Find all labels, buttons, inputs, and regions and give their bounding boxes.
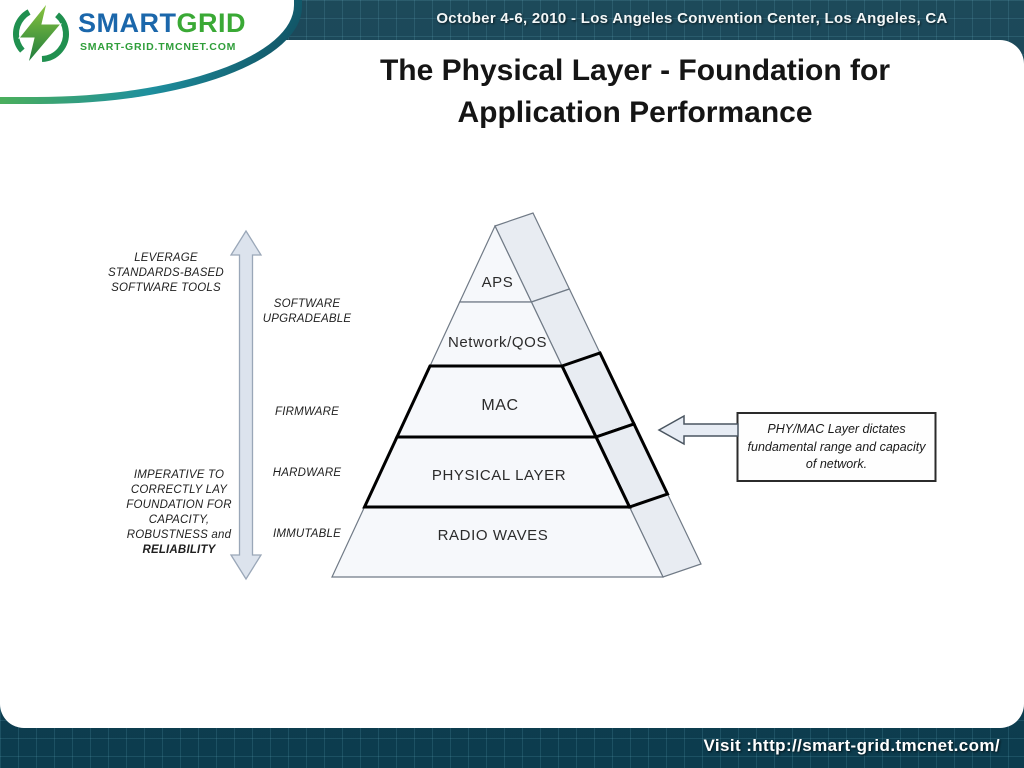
- smartgrid-logo: SMARTGRID: [78, 10, 246, 37]
- annotation-leverage: LEVERAGE STANDARDS-BASED SOFTWARE TOOLS: [108, 252, 224, 294]
- annotation-imperative-reliability: RELIABILITY: [142, 543, 216, 556]
- vertical-double-arrow: [229, 229, 263, 581]
- annotation-immutable: IMMUTABLE: [272, 528, 342, 540]
- conference-date-location: October 4-6, 2010 - Los Angeles Conventi…: [436, 10, 948, 27]
- callout-text: PHY/MAC Layer dictates fundamental range…: [747, 422, 926, 471]
- lightning-bolt-icon: [13, 3, 69, 63]
- slide-title-line1: The Physical Layer - Foundation for: [379, 54, 891, 87]
- callout-arrow-icon: [657, 414, 739, 446]
- annotation-imperative: IMPERATIVE TO CORRECTLY LAY FOUNDATION F…: [118, 468, 240, 558]
- slide-title-line2: Application Performance: [457, 96, 813, 129]
- logo-url: SMART-GRID.TMCNET.COM: [80, 41, 237, 53]
- annotation-imperative-text: IMPERATIVE TO CORRECTLY LAY FOUNDATION F…: [126, 469, 232, 541]
- layer-label-mac: MAC: [481, 397, 519, 414]
- annotation-firmware: FIRMWARE: [275, 406, 339, 418]
- annotation-software-upgradeable: SOFTWARE UPGRADEABLE: [262, 298, 352, 325]
- pyramid-front-physical: [362, 435, 632, 509]
- logo-text-smart: SMART: [78, 8, 177, 38]
- layer-label-radio-waves: RADIO WAVES: [437, 527, 549, 544]
- layer-label-network-qos: Network/QOS: [447, 334, 548, 351]
- callout-box: [736, 412, 937, 482]
- logo-text-grid: GRID: [176, 8, 246, 38]
- layer-label-physical: PHYSICAL LAYER: [431, 467, 567, 484]
- footer-visit-url: Visit :http://smart-grid.tmcnet.com/: [703, 736, 1000, 755]
- layer-label-aps: APS: [481, 274, 514, 291]
- annotation-hardware: HARDWARE: [272, 467, 342, 479]
